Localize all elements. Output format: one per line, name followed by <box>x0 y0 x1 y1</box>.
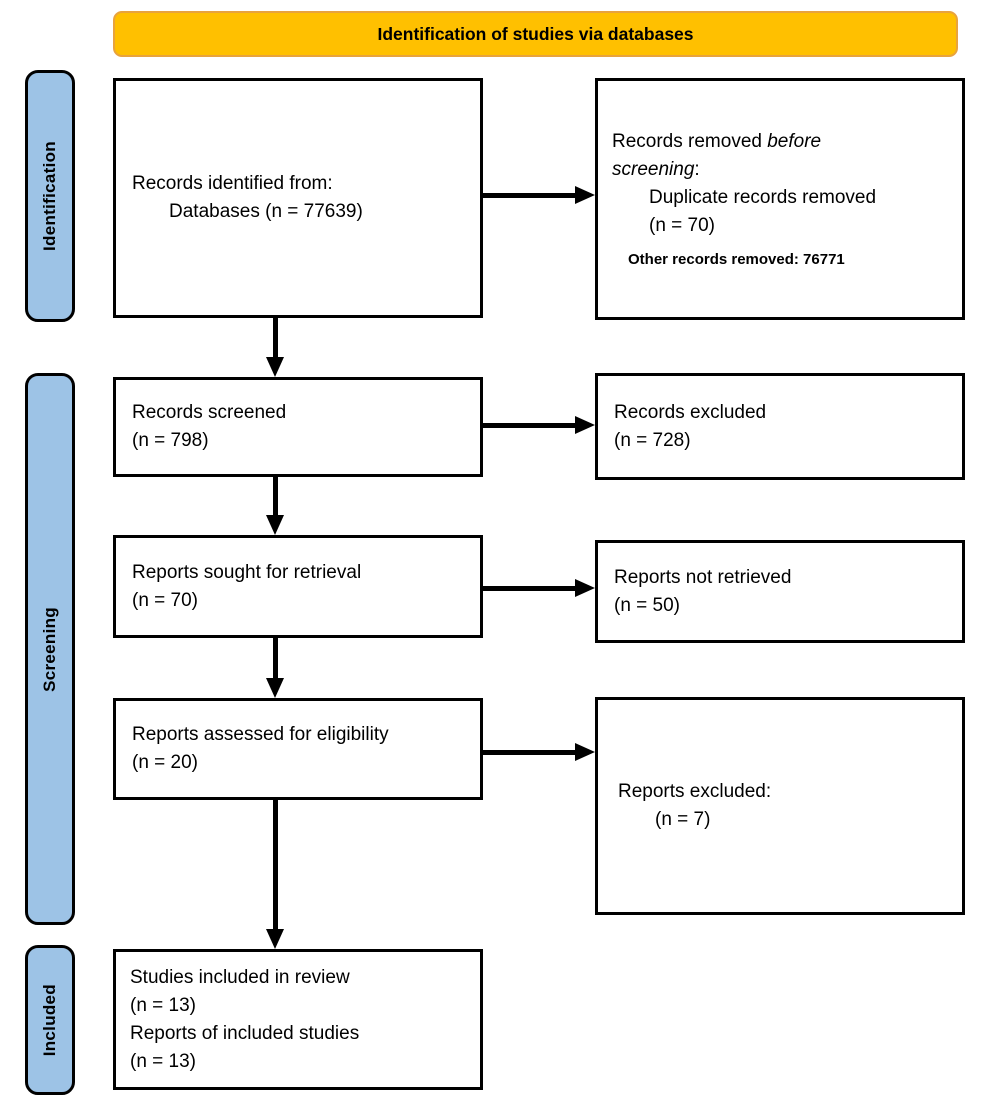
records-removed-detail1: Duplicate records removed <box>649 187 877 208</box>
records-removed-detail2: (n = 70) <box>649 215 716 236</box>
stage-label-identification: Identification <box>40 141 59 251</box>
arrow-head-icon <box>575 579 595 597</box>
reports-not-retrieved-title: Reports not retrieved <box>614 566 792 588</box>
stage-pill-included: Included <box>25 945 75 1095</box>
box-reports-assessed: Reports assessed for eligibility (n = 20… <box>113 698 483 800</box>
box-records-excluded: Records excluded (n = 728) <box>595 373 965 480</box>
arrow-assessed-to-included <box>266 800 284 949</box>
arrow-shaft <box>483 749 580 755</box>
arrow-head-icon <box>266 678 284 698</box>
arrow-screened-to-sought <box>266 477 284 535</box>
box-studies-included: Studies included in review (n = 13) Repo… <box>113 949 483 1090</box>
arrow-identified-to-removed <box>483 186 595 204</box>
reports-excluded-count: (n = 7) <box>655 809 711 830</box>
arrow-head-icon <box>266 515 284 535</box>
box-reports-not-retrieved: Reports not retrieved (n = 50) <box>595 540 965 643</box>
stage-label-screening: Screening <box>40 606 59 692</box>
banner-identification-via-databases: Identification of studies via databases <box>113 11 958 57</box>
studies-included-line1: Studies included in review <box>130 966 350 988</box>
arrow-screened-to-excluded <box>483 416 595 434</box>
records-screened-title: Records screened <box>132 402 287 423</box>
arrow-shaft <box>272 477 278 520</box>
records-identified-detail: Databases (n = 77639) <box>169 201 363 222</box>
stage-pill-identification: Identification <box>25 70 75 322</box>
records-removed-title: Records removed before screening: <box>612 128 854 184</box>
reports-assessed-count: (n = 20) <box>132 752 199 773</box>
arrow-shaft <box>272 638 278 683</box>
box-reports-excluded: Reports excluded: (n = 7) <box>595 697 965 915</box>
arrow-shaft <box>483 192 580 198</box>
box-records-screened: Records screened (n = 798) <box>113 377 483 477</box>
reports-not-retrieved-count: (n = 50) <box>614 594 681 616</box>
records-excluded-count: (n = 728) <box>614 429 691 451</box>
reports-sought-count: (n = 70) <box>132 589 199 611</box>
box-records-removed: Records removed before screening: Duplic… <box>595 78 965 320</box>
arrow-shaft <box>272 800 278 934</box>
arrow-head-icon <box>266 929 284 949</box>
arrow-sought-to-not-retrieved <box>483 579 595 597</box>
records-excluded-title: Records excluded <box>614 401 767 423</box>
records-removed-title-italic: before screening <box>612 131 822 180</box>
arrow-head-icon <box>575 186 595 204</box>
studies-included-line2: (n = 13) <box>130 994 197 1016</box>
records-identified-title: Records identified from: <box>132 173 333 194</box>
reports-sought-title: Reports sought for retrieval <box>132 561 362 583</box>
records-removed-note: Other records removed: 76771 <box>628 251 845 268</box>
arrow-sought-to-assessed <box>266 638 284 698</box>
box-records-identified: Records identified from: Databases (n = … <box>113 78 483 318</box>
box-reports-sought: Reports sought for retrieval (n = 70) <box>113 535 483 638</box>
reports-excluded-title: Reports excluded: <box>618 781 772 802</box>
arrow-assessed-to-reports-excluded <box>483 743 595 761</box>
stage-pill-screening: Screening <box>25 373 75 925</box>
records-screened-count: (n = 798) <box>132 430 209 451</box>
arrow-shaft <box>272 318 278 362</box>
arrow-identified-to-screened <box>266 318 284 377</box>
arrow-head-icon <box>575 416 595 434</box>
records-removed-title-prefix: Records removed <box>612 131 768 152</box>
arrow-shaft <box>483 422 580 428</box>
records-removed-title-suffix: : <box>694 159 700 180</box>
studies-included-line3: Reports of included studies <box>130 1022 360 1044</box>
arrow-shaft <box>483 585 580 591</box>
studies-included-line4: (n = 13) <box>130 1050 197 1072</box>
stage-label-included: Included <box>40 983 59 1057</box>
banner-title: Identification of studies via databases <box>377 23 694 44</box>
arrow-head-icon <box>266 357 284 377</box>
reports-assessed-title: Reports assessed for eligibility <box>132 724 389 745</box>
arrow-head-icon <box>575 743 595 761</box>
